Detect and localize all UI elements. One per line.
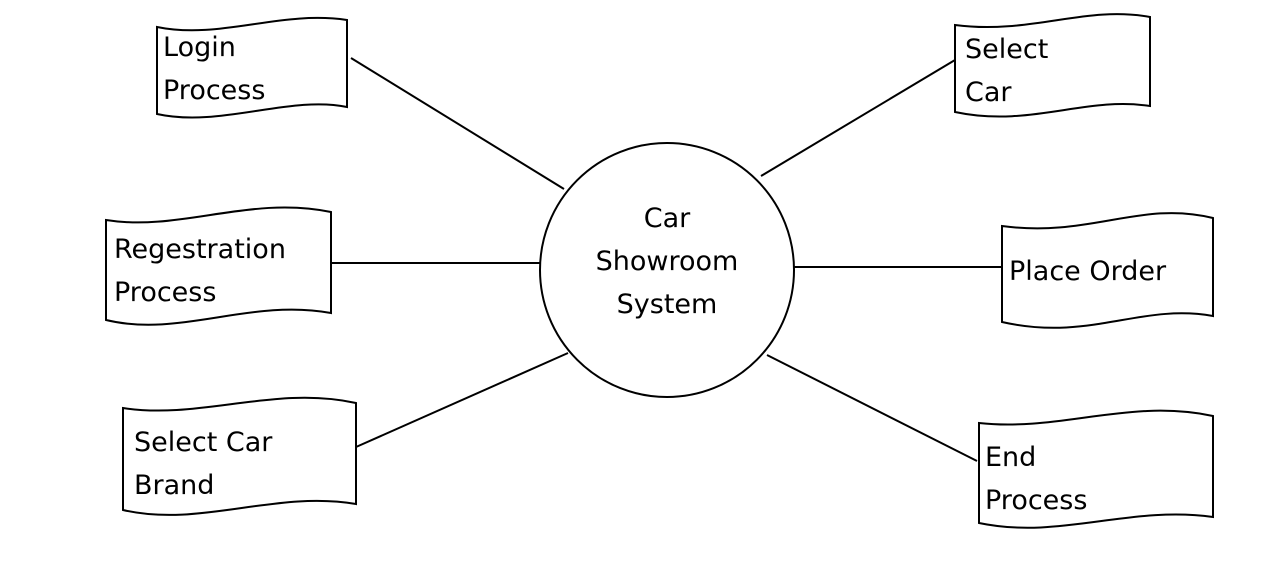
label-line: Car xyxy=(965,77,1012,108)
hub-line: Showroom xyxy=(595,246,739,277)
document-label-select-car: Select Car xyxy=(965,28,1048,114)
document-shape-place-order xyxy=(1001,212,1214,329)
central-process-label: Car Showroom System xyxy=(540,197,794,326)
connector-login xyxy=(350,57,565,190)
document-shape-end xyxy=(978,409,1214,529)
connector-select-car-brand xyxy=(355,352,569,448)
label-line: Process xyxy=(163,75,266,106)
label-line: Brand xyxy=(134,470,215,501)
label-line: Process xyxy=(114,277,217,308)
document-shape-registration xyxy=(105,206,332,326)
label-line: Select xyxy=(965,34,1049,65)
document-label-end: End Process xyxy=(985,436,1087,522)
label-line: Place Order xyxy=(1009,256,1167,287)
document-label-registration: Regestration Process xyxy=(114,228,286,314)
hub-line: Car xyxy=(643,203,691,234)
document-shape-select-car xyxy=(954,13,1151,118)
hub-line: System xyxy=(616,289,718,320)
label-line: Login xyxy=(163,32,236,63)
document-label-place-order: Place Order xyxy=(1009,250,1166,293)
label-line: Select Car xyxy=(134,427,273,458)
label-line: Process xyxy=(985,485,1088,516)
document-label-select-car-brand: Select Car Brand xyxy=(134,421,272,507)
label-line: End xyxy=(985,442,1037,473)
document-shape-login xyxy=(156,16,348,119)
label-line: Regestration xyxy=(114,234,286,265)
document-label-login: Login Process xyxy=(163,26,265,112)
connector-select-car xyxy=(760,59,956,177)
document-shape-select-car-brand xyxy=(122,396,357,516)
central-process-circle xyxy=(539,142,795,398)
connector-end xyxy=(766,354,978,462)
